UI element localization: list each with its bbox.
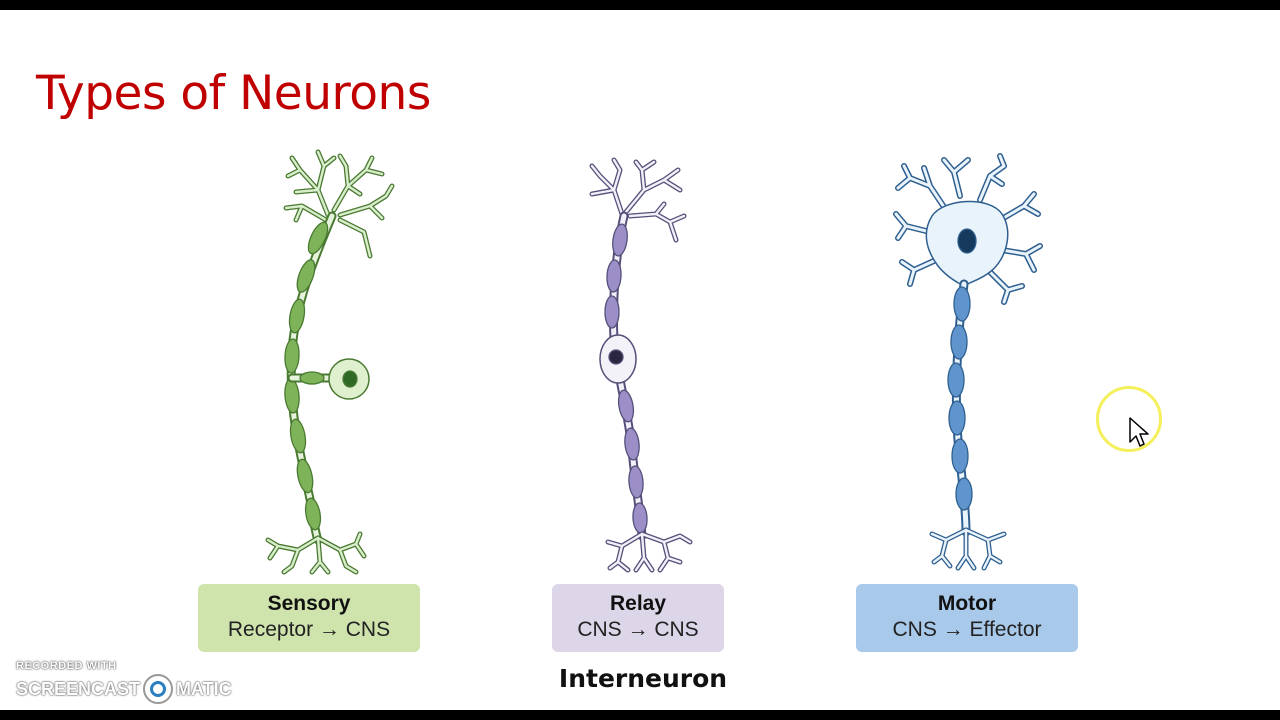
relay-myelin — [604, 223, 648, 534]
relay-nucleus — [608, 349, 624, 365]
motor-pathway: CNS → Effector — [892, 618, 1042, 641]
cursor-highlight — [1096, 386, 1162, 452]
sensory-label-box: Sensory Receptor → CNS — [198, 584, 420, 652]
motor-nucleus — [957, 228, 977, 254]
relay-subcaption: Interneuron — [558, 664, 728, 693]
mouse-pointer-icon — [1129, 417, 1149, 447]
watermark-screencast: SCREENCAST — [16, 678, 141, 699]
watermark-matic: MATIC — [176, 678, 232, 699]
sensory-nucleus — [342, 370, 358, 388]
sensory-dendrites-top — [283, 149, 395, 259]
relay-name: Relay — [609, 592, 667, 615]
slide-title: Types of Neurons — [36, 66, 431, 121]
motor-neuron — [893, 153, 1043, 571]
screencast-logo-icon — [143, 674, 174, 704]
motor-name: Motor — [937, 592, 997, 615]
relay-dendrites-top — [589, 157, 687, 243]
watermark-recorded-with: RECORDED WITH — [16, 660, 117, 672]
relay-label-box: Relay CNS → CNS — [552, 584, 724, 652]
motor-myelin — [947, 286, 973, 511]
sensory-pathway: Receptor → CNS — [227, 618, 391, 641]
motor-label-box: Motor CNS → Effector — [856, 584, 1078, 652]
sensory-name: Sensory — [267, 592, 351, 615]
slide: Types of Neurons — [0, 10, 1280, 710]
neuron-diagram — [265, 149, 1043, 575]
relay-pathway: CNS → CNS — [577, 618, 699, 641]
sensory-neuron — [265, 149, 395, 575]
sensory-myelin — [284, 221, 329, 531]
relay-neuron — [589, 157, 693, 573]
screencast-watermark: RECORDED WITH SCREENCAST MATIC — [16, 660, 232, 704]
